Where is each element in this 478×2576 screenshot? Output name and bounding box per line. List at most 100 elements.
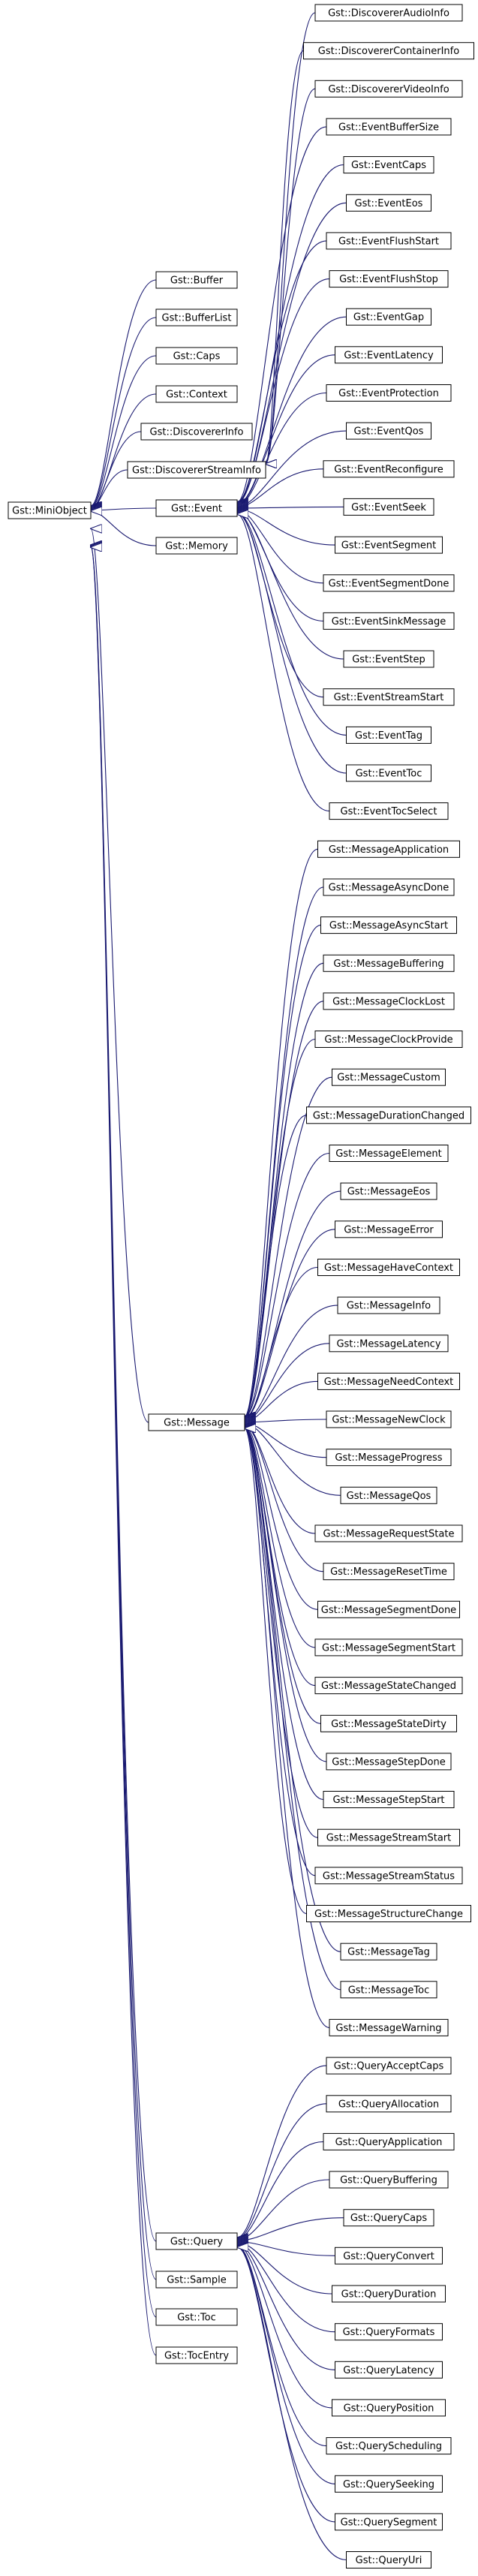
node-query-caps[interactable]: Gst::QueryCaps	[343, 2209, 434, 2227]
node-event-qos[interactable]: Gst::EventQos	[346, 422, 431, 440]
node-context-box	[155, 385, 238, 403]
node-query-scheduling[interactable]: Gst::QueryScheduling	[326, 2437, 452, 2455]
node-message-have-context[interactable]: Gst::MessageHaveContext	[317, 1259, 460, 1276]
node-message-clock-lost[interactable]: Gst::MessageClockLost	[323, 992, 455, 1010]
node-memory[interactable]: Gst::Memory	[155, 537, 238, 555]
node-sample[interactable]: Gst::Sample	[155, 2271, 238, 2289]
node-message-toc[interactable]: Gst::MessageToc	[340, 1981, 437, 1999]
node-event-sink-message[interactable]: Gst::EventSinkMessage	[323, 612, 455, 630]
node-message-latency[interactable]: Gst::MessageLatency	[329, 1335, 449, 1353]
node-event-segment[interactable]: Gst::EventSegment	[335, 536, 443, 554]
node-event-step-label: Gst::EventStep	[352, 655, 425, 666]
node-event-toc[interactable]: Gst::EventToc	[346, 764, 431, 782]
edge-message-need-context-to-message	[245, 1380, 318, 1422]
node-message-buffering[interactable]: Gst::MessageBuffering	[323, 954, 455, 972]
node-message-state-dirty[interactable]: Gst::MessageStateDirty	[320, 1714, 457, 1732]
node-discoverer-stream-info[interactable]: Gst::DiscovererStreamInfo	[127, 461, 266, 479]
node-query-uri[interactable]: Gst::QueryUri	[346, 2551, 431, 2568]
edge-discoverer-audio-info-to-discovererstreaminfo	[266, 12, 316, 464]
node-buffer-list[interactable]: Gst::BufferList	[155, 308, 238, 327]
node-message-qos[interactable]: Gst::MessageQos	[340, 1486, 437, 1504]
node-event-eos[interactable]: Gst::EventEos	[346, 194, 431, 212]
node-message-reset-time-box	[323, 1563, 455, 1581]
node-message-need-context-box	[317, 1372, 460, 1390]
node-event-flush-stop[interactable]: Gst::EventFlushStop	[329, 270, 449, 288]
node-event-caps[interactable]: Gst::EventCaps	[343, 156, 434, 174]
node-event-buffer-size[interactable]: Gst::EventBufferSize	[326, 118, 452, 136]
node-message-segment-done[interactable]: Gst::MessageSegmentDone	[317, 1600, 460, 1618]
node-event-latency[interactable]: Gst::EventLatency	[335, 346, 443, 364]
node-message-structure-change[interactable]: Gst::MessageStructureChange	[306, 1905, 471, 1922]
node-message-async-done[interactable]: Gst::MessageAsyncDone	[323, 878, 455, 896]
node-event-tag-box	[346, 726, 431, 744]
node-toc-entry-box	[155, 2346, 238, 2364]
node-query-latency[interactable]: Gst::QueryLatency	[335, 2361, 443, 2379]
node-discoverer-container-info[interactable]: Gst::DiscovererContainerInfo	[303, 42, 474, 60]
node-event-reconfigure[interactable]: Gst::EventReconfigure	[323, 460, 455, 478]
node-event[interactable]: Gst::Event	[155, 499, 238, 517]
node-message-custom[interactable]: Gst::MessageCustom	[332, 1068, 446, 1086]
edge-message-toc-to-message	[245, 1428, 341, 1991]
node-message-step-done[interactable]: Gst::MessageStepDone	[326, 1753, 452, 1771]
edge-message-to-mini-object	[91, 528, 149, 1423]
node-mini-object[interactable]: Gst::MiniObject	[8, 501, 92, 519]
node-toc[interactable]: Gst::Toc	[155, 2308, 238, 2326]
node-message-stream-status[interactable]: Gst::MessageStreamStatus	[314, 1867, 463, 1885]
node-message-async-start-box	[320, 916, 457, 934]
node-message-async-done-label: Gst::MessageAsyncDone	[329, 882, 449, 893]
node-buffer[interactable]: Gst::Buffer	[155, 271, 238, 289]
node-query-seeking[interactable]: Gst::QuerySeeking	[335, 2475, 443, 2493]
node-message-request-state[interactable]: Gst::MessageRequestState	[314, 1524, 463, 1542]
node-query-application[interactable]: Gst::QueryApplication	[323, 2132, 455, 2150]
node-discoverer-audio-info[interactable]: Gst::DiscovererAudioInfo	[314, 4, 463, 22]
node-message-stream-start[interactable]: Gst::MessageStreamStart	[317, 1828, 460, 1846]
node-query-convert[interactable]: Gst::QueryConvert	[335, 2246, 443, 2265]
node-message-new-clock[interactable]: Gst::MessageNewClock	[326, 1410, 452, 1428]
node-message-warning[interactable]: Gst::MessageWarning	[329, 2018, 449, 2036]
node-message-tag[interactable]: Gst::MessageTag	[340, 1943, 437, 1961]
edge-query-buffering-to-query	[237, 2179, 330, 2240]
node-event-qos-box	[346, 422, 431, 440]
node-discoverer-video-info-box	[314, 80, 463, 98]
node-discoverer-info[interactable]: Gst::DiscovererInfo	[140, 423, 253, 441]
node-event-tag[interactable]: Gst::EventTag	[346, 726, 431, 744]
node-message-segment-start[interactable]: Gst::MessageSegmentStart	[314, 1639, 463, 1657]
node-message-step-start[interactable]: Gst::MessageStepStart	[323, 1791, 455, 1808]
node-context[interactable]: Gst::Context	[155, 385, 238, 403]
node-message-eos[interactable]: Gst::MessageEos	[340, 1182, 437, 1200]
node-query-duration[interactable]: Gst::QueryDuration	[332, 2285, 446, 2303]
node-message-element[interactable]: Gst::MessageElement	[329, 1145, 449, 1162]
node-event-flush-start[interactable]: Gst::EventFlushStart	[326, 232, 452, 250]
node-event-seek[interactable]: Gst::EventSeek	[343, 498, 434, 516]
node-event-step[interactable]: Gst::EventStep	[343, 650, 434, 668]
node-message-info[interactable]: Gst::MessageInfo	[337, 1296, 440, 1314]
node-message[interactable]: Gst::Message	[148, 1413, 245, 1431]
node-query-accept-caps[interactable]: Gst::QueryAcceptCaps	[326, 2057, 452, 2075]
node-event-gap[interactable]: Gst::EventGap	[346, 308, 431, 326]
node-query-allocation[interactable]: Gst::QueryAllocation	[326, 2095, 452, 2113]
node-message-clock-provide[interactable]: Gst::MessageClockProvide	[314, 1031, 463, 1048]
node-message-need-context[interactable]: Gst::MessageNeedContext	[317, 1372, 460, 1390]
node-event-toc-select[interactable]: Gst::EventTocSelect	[329, 802, 449, 820]
node-message-error[interactable]: Gst::MessageError	[335, 1220, 443, 1238]
node-query-position[interactable]: Gst::QueryPosition	[332, 2399, 446, 2417]
node-toc-entry[interactable]: Gst::TocEntry	[155, 2346, 238, 2364]
node-discoverer-video-info[interactable]: Gst::DiscovererVideoInfo	[314, 80, 463, 98]
node-message-reset-time[interactable]: Gst::MessageResetTime	[323, 1563, 455, 1581]
node-event-segment-done[interactable]: Gst::EventSegmentDone	[323, 574, 455, 592]
node-query[interactable]: Gst::Query	[155, 2232, 238, 2250]
node-message-async-start[interactable]: Gst::MessageAsyncStart	[320, 916, 457, 934]
node-event-stream-start[interactable]: Gst::EventStreamStart	[323, 688, 455, 706]
node-caps[interactable]: Gst::Caps	[155, 347, 238, 365]
node-message-application[interactable]: Gst::MessageApplication	[317, 840, 460, 858]
node-query-segment[interactable]: Gst::QuerySegment	[335, 2513, 443, 2531]
edge-message-async-done-to-message	[245, 886, 324, 1416]
node-event-eos-box	[346, 194, 431, 212]
node-query-formats[interactable]: Gst::QueryFormats	[335, 2323, 443, 2341]
node-discoverer-stream-info-label: Gst::DiscovererStreamInfo	[132, 465, 261, 477]
node-event-protection[interactable]: Gst::EventProtection	[326, 384, 452, 402]
node-message-progress[interactable]: Gst::MessageProgress	[326, 1449, 452, 1467]
node-message-duration-changed[interactable]: Gst::MessageDurationChanged	[306, 1106, 471, 1124]
node-query-buffering[interactable]: Gst::QueryBuffering	[329, 2171, 449, 2189]
node-message-state-changed[interactable]: Gst::MessageStateChanged	[314, 1677, 463, 1695]
